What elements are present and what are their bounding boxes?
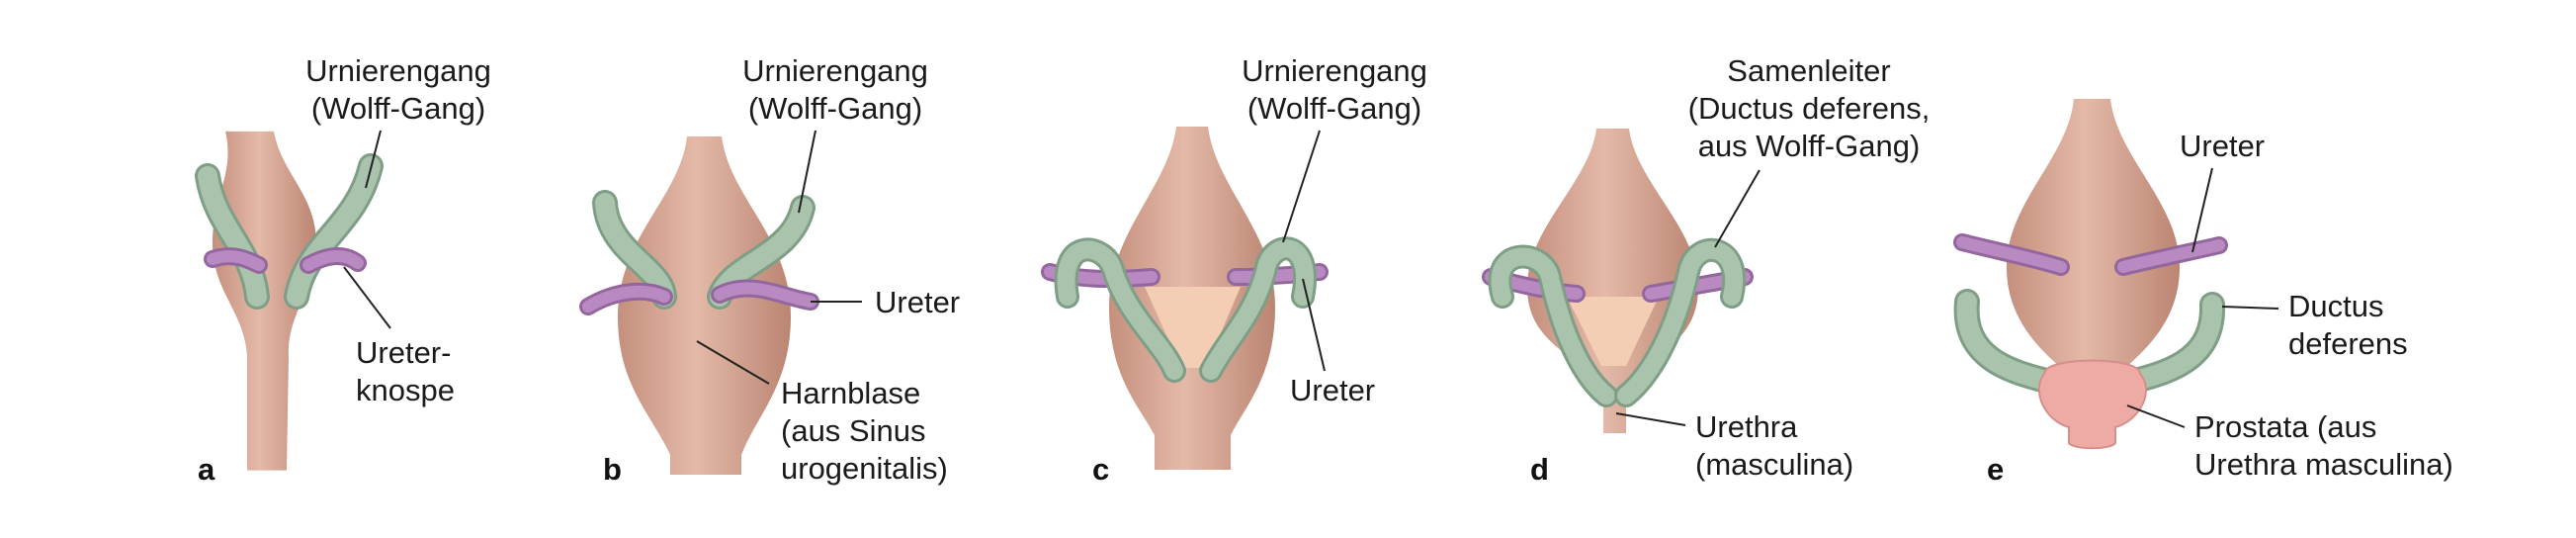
prostate (2038, 359, 2147, 450)
leader-ureter-bud (343, 266, 391, 329)
label-ureter-bud-line2: knospe (356, 373, 455, 407)
panel-a: Urnierengang (Wolff-Gang) Ureter- knospe… (195, 53, 491, 487)
label-wolff-duct-line2: (Wolff-Gang) (1247, 91, 1421, 126)
label-vas-deferens-line3: aus Wolff-Gang) (1698, 129, 1921, 163)
leader-ductus-deferens (2221, 306, 2279, 310)
leader-vas-deferens (1714, 169, 1760, 248)
label-bladder-line3: urogenitalis) (781, 451, 948, 486)
leader-wolff-duct (798, 130, 816, 214)
leader-ureter (1302, 278, 1326, 372)
panel-letter-a: a (198, 452, 215, 487)
label-urethra-line2: (masculina) (1695, 447, 1853, 482)
label-wolff-duct-line1: Urnierengang (305, 53, 491, 88)
label-ductus-line1: Ductus (2288, 289, 2383, 323)
label-prostate-line2: Urethra masculina) (2194, 447, 2453, 482)
label-wolff-duct-line2: (Wolff-Gang) (748, 91, 922, 126)
leader-urethra (1615, 412, 1686, 426)
panel-b: Urnierengang (Wolff-Gang) Ureter Harnbla… (579, 53, 960, 487)
label-wolff-duct-line2: (Wolff-Gang) (311, 91, 485, 126)
label-wolff-duct-line1: Urnierengang (742, 53, 928, 88)
leader-ureter (2191, 167, 2213, 253)
label-ureter: Ureter (1290, 373, 1375, 407)
panel-letter-d: d (1530, 452, 1549, 487)
label-urethra-line1: Urethra (1695, 409, 1798, 444)
label-vas-deferens-line2: (Ductus deferens, (1688, 91, 1931, 126)
label-bladder-line2: (aus Sinus (781, 413, 925, 448)
label-ureter-bud-line1: Ureter- (356, 335, 451, 370)
trigone (1567, 297, 1659, 366)
panel-c: Urnierengang (Wolff-Gang) Ureter c (1041, 53, 1427, 487)
label-bladder-line1: Harnblase (781, 376, 920, 410)
label-ureter: Ureter (2180, 129, 2265, 163)
label-ureter: Ureter (875, 285, 960, 319)
bladder (618, 136, 791, 475)
panel-letter-b: b (603, 452, 622, 487)
leader-bladder (696, 340, 770, 385)
label-ductus-line2: deferens (2288, 326, 2408, 361)
panel-e: Ureter Ductus deferens Prostata (aus Ure… (1953, 99, 2453, 487)
label-wolff-duct-line1: Urnierengang (1242, 53, 1427, 88)
label-vas-deferens-line1: Samenleiter (1727, 53, 1890, 88)
panel-letter-e: e (1987, 452, 2004, 487)
panel-letter-c: c (1092, 452, 1109, 487)
trigone (1145, 287, 1241, 368)
leader-prostate (2126, 404, 2186, 428)
bladder (2007, 99, 2180, 368)
label-prostate-line1: Prostata (aus (2194, 409, 2376, 444)
leader-wolff-duct (365, 130, 382, 189)
leader-wolff-duct (1282, 130, 1321, 243)
panel-d: Samenleiter (Ductus deferens, aus Wolff-… (1482, 53, 1931, 487)
